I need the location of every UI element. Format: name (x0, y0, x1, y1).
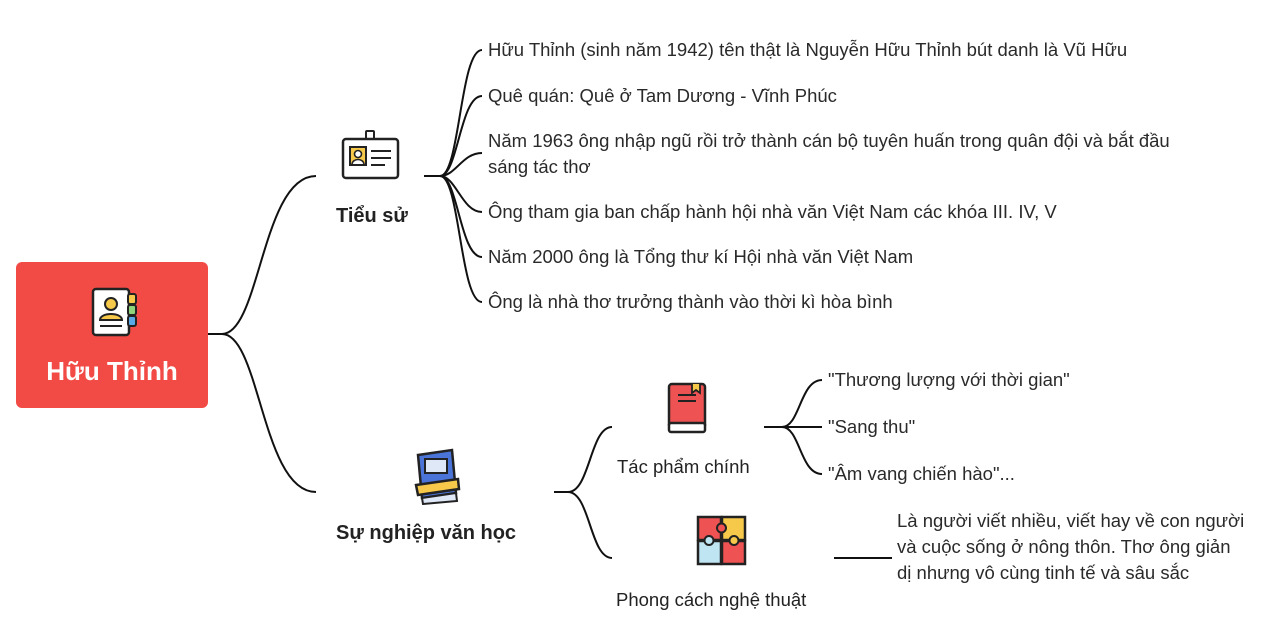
contact-book-icon (91, 287, 137, 337)
tieu-su-item: Năm 2000 ông là Tổng thư kí Hội nhà văn … (488, 246, 914, 267)
tieu-su-item: Ông là nhà thơ trưởng thành vào thời kì … (488, 291, 893, 312)
tac-pham-item: "Thương lượng với thời gian" (828, 369, 1070, 390)
tac-pham-item: "Âm vang chiến hào"... (828, 463, 1015, 484)
tieu-su-item: Hữu Thỉnh (sinh năm 1942) tên thật là Ng… (488, 39, 1128, 60)
tac-pham-item: "Sang thu" (828, 416, 916, 437)
tieu-su-item: Ông tham gia ban chấp hành hội nhà văn V… (488, 201, 1057, 222)
red-book-icon (667, 382, 707, 434)
puzzle-icon (696, 515, 747, 566)
tac-pham-label[interactable]: Tác phẩm chính (617, 456, 750, 477)
phong-cach-text: Là người viết nhiều, viết hay về con ngư… (897, 510, 1245, 583)
book-icon (414, 448, 461, 505)
su-nghiep-label[interactable]: Sự nghiệp văn học (336, 522, 517, 544)
tieu-su-item: Năm 1963 ông nhập ngũ rồi trở thành cán … (488, 130, 1170, 177)
tieu-su-label[interactable]: Tiểu sử (336, 205, 408, 227)
root-node[interactable]: Hữu Thỉnh (16, 262, 208, 408)
tieu-su-item: Quê quán: Quê ở Tam Dương - Vĩnh Phúc (488, 85, 837, 106)
connector-root-su-nghiep (221, 333, 317, 493)
connector-root-tieu-su (208, 175, 317, 335)
phong-cach-label[interactable]: Phong cách nghệ thuật (616, 589, 807, 610)
root-title: Hữu Thỉnh (46, 356, 178, 386)
id-card-icon (341, 130, 400, 180)
